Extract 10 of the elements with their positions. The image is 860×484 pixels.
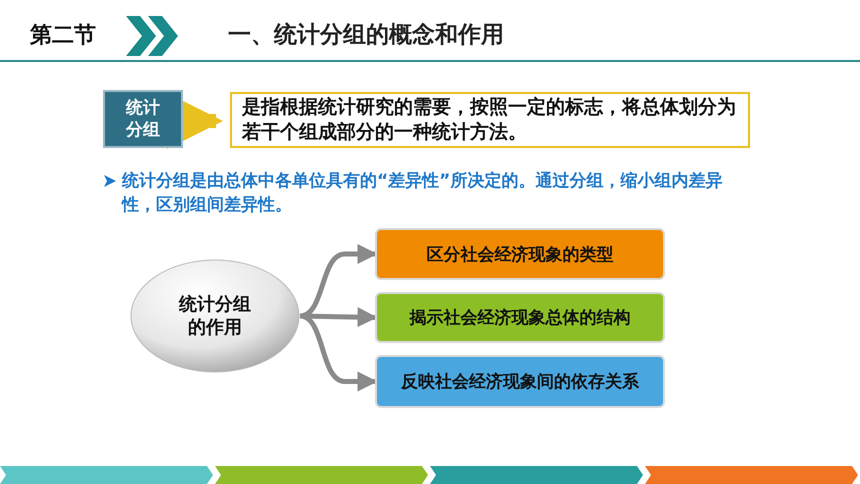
process-box: 揭示社会经济现象总体的结构 (375, 292, 665, 343)
term-box: 统计分组 (103, 90, 183, 148)
ellipse-node: 统计分组的作用 (130, 259, 300, 373)
section-label: 第二节 (30, 22, 96, 50)
bullet-text: 统计分组是由总体中各单位具有的“差异性”所决定的。通过分组，缩小组内差异性，区别组间差异性。 (122, 170, 724, 217)
definition-box: 是指根据统计研究的需要，按照一定的标志，将总体划分为若干个组成部分的一种统计方法。 (230, 92, 750, 148)
process-box: 区分社会经济现象的类型 (375, 228, 665, 280)
arrow (300, 307, 378, 328)
process-box: 反映社会经济现象间的依存关系 (375, 355, 665, 408)
title: 一、统计分组的概念和作用 (228, 21, 504, 50)
